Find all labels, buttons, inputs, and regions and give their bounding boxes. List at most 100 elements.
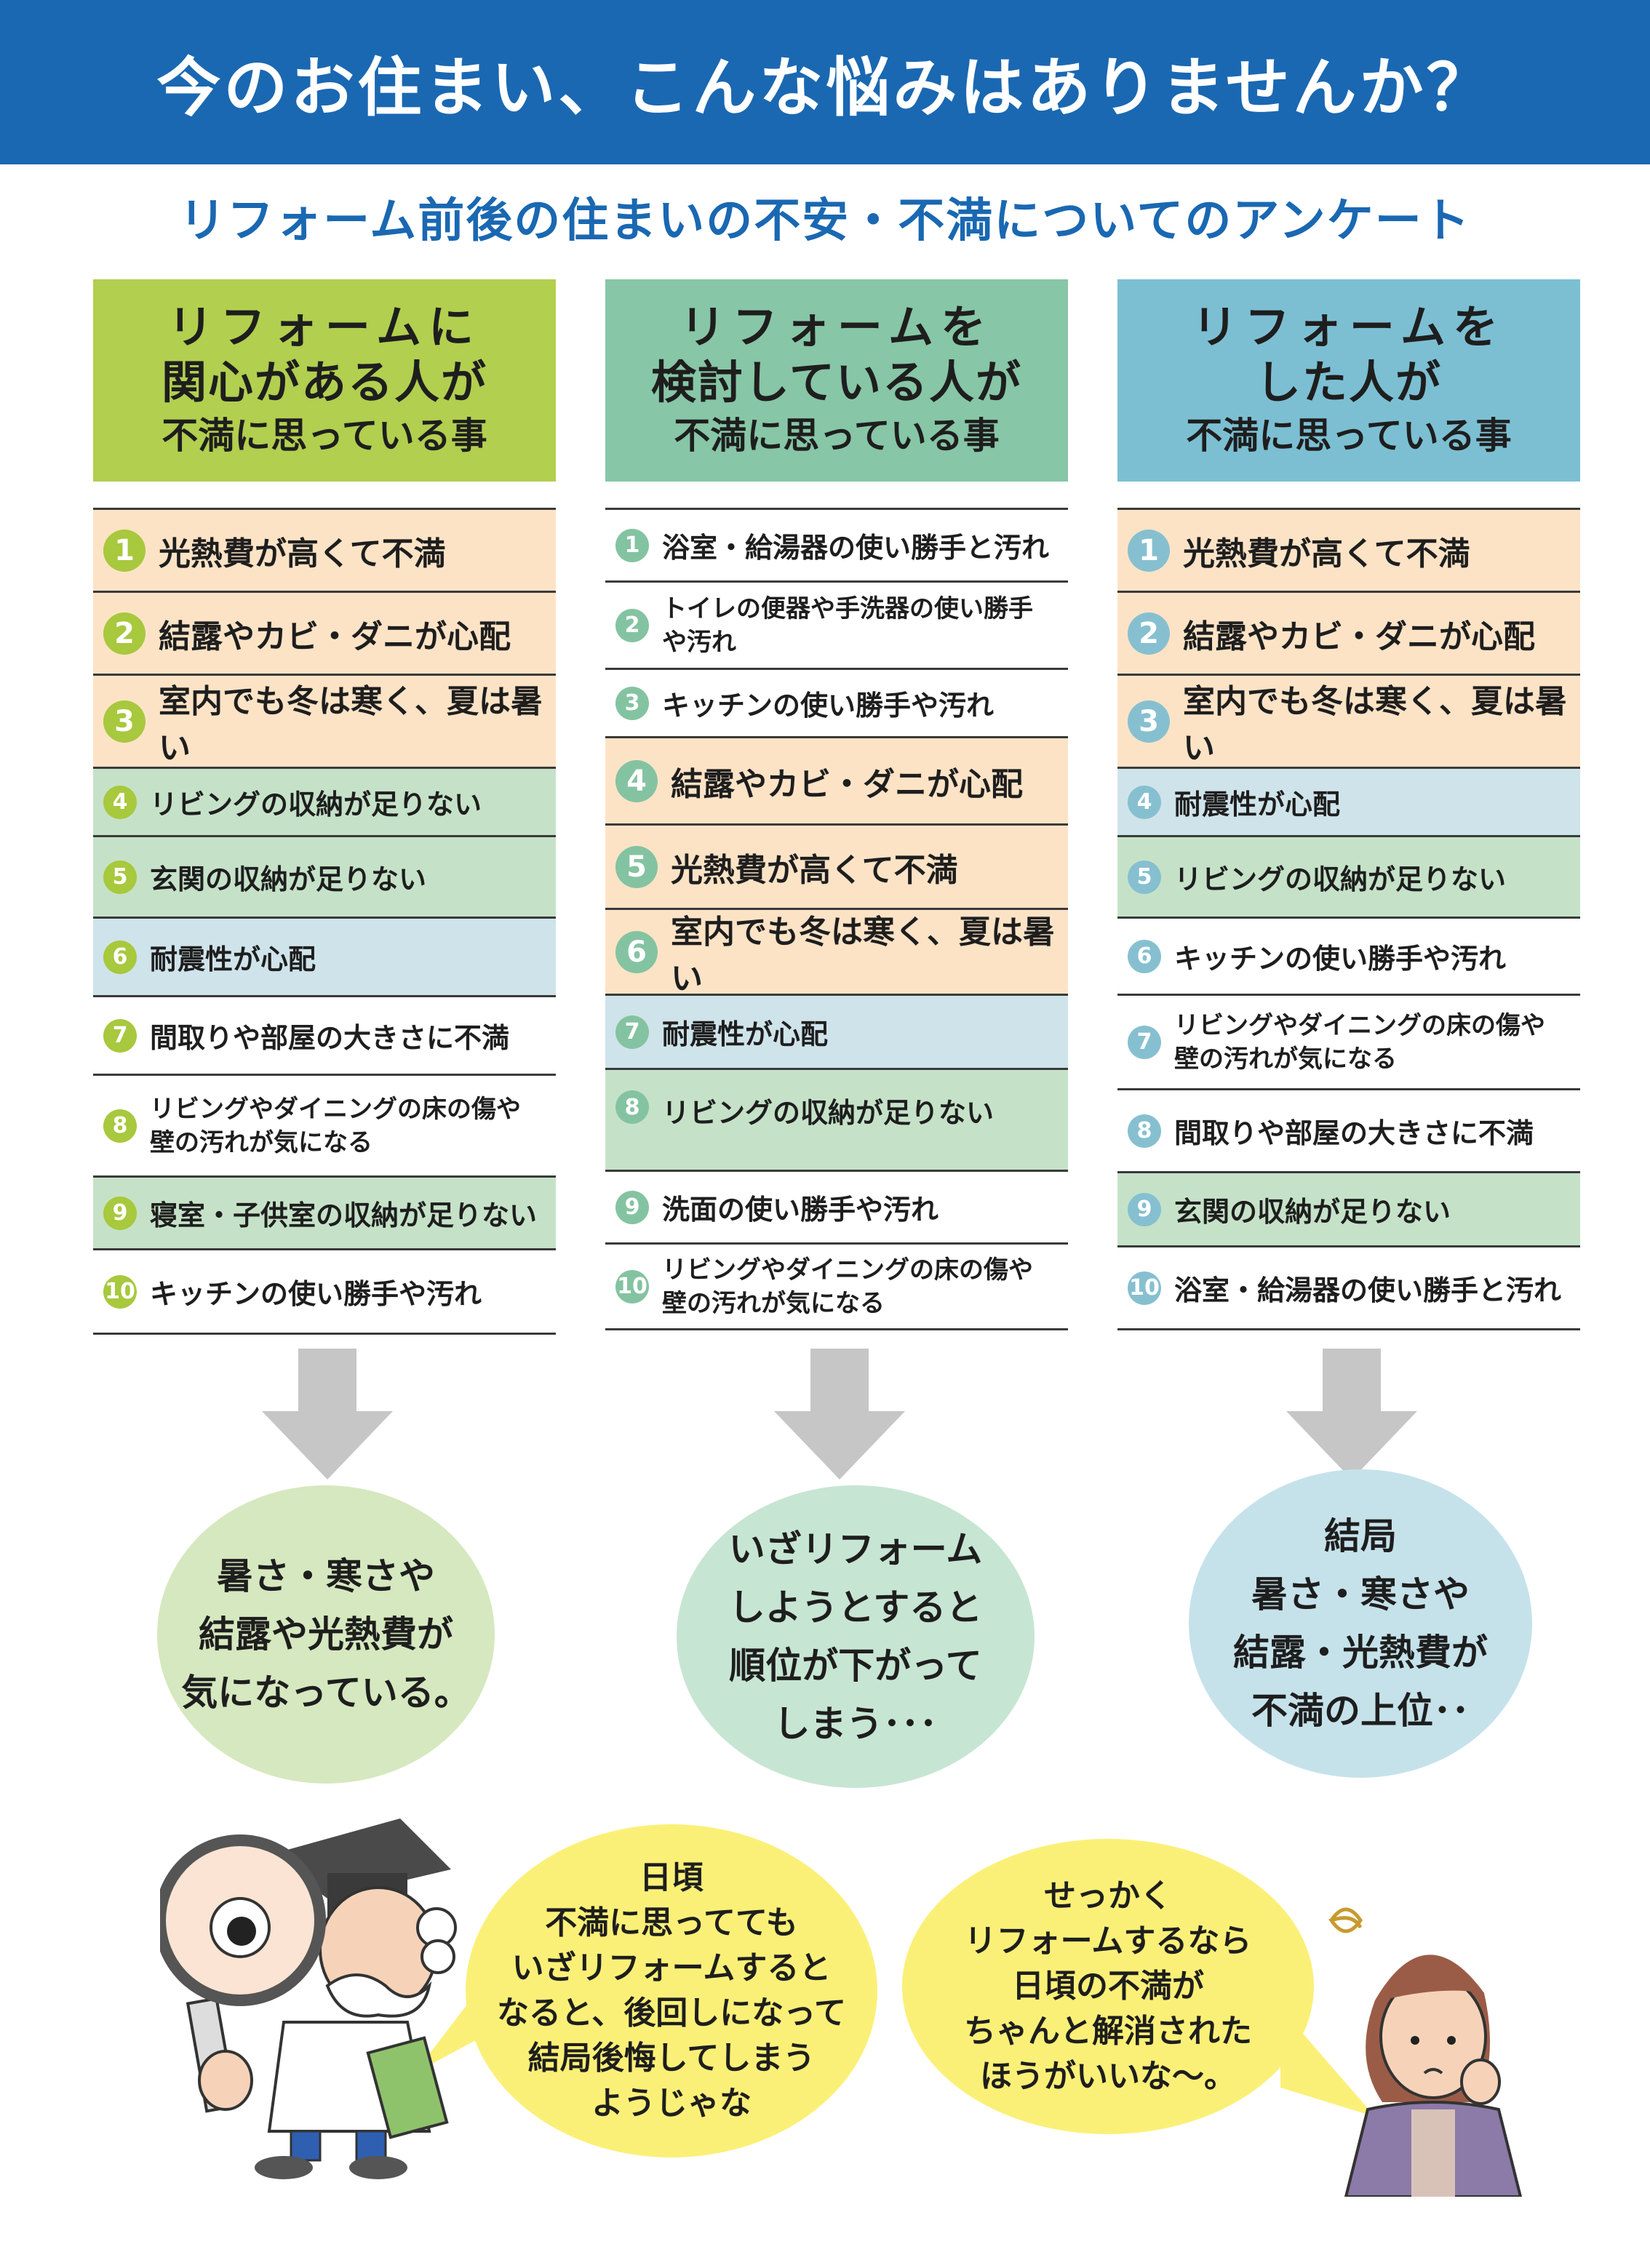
item-text: 光熱費が高くて不満 xyxy=(671,851,958,889)
item-text: 間取りや部屋の大きさに不満 xyxy=(150,1022,510,1054)
item-text: リビングやダイニングの床の傷や壁の汚れが気になる xyxy=(1174,1010,1545,1074)
column-heading: リフォームに 関心がある人が 不満に思っている事 xyxy=(93,279,556,482)
item-text: 玄関の収納が足りない xyxy=(1174,1196,1451,1228)
item-text: 玄関の収納が足りない xyxy=(150,863,427,895)
down-arrow-icon xyxy=(774,1349,905,1480)
column-heading: リフォームを した人が 不満に思っている事 xyxy=(1117,279,1580,482)
heading-line: リフォームを xyxy=(1192,300,1506,354)
heading-line: 不満に思っている事 xyxy=(1186,415,1512,457)
item-text: 間取りや部屋の大きさに不満 xyxy=(1174,1117,1534,1149)
list-item: 4 リビングの収納が足りない xyxy=(93,769,556,837)
list-item: 8 リビングの収納が足りない xyxy=(605,1070,1068,1172)
list-item: 9 寝室・子供室の収納が足りない xyxy=(93,1178,556,1250)
item-text: トイレの便器や手洗器の使い勝手や汚れ xyxy=(662,594,1033,657)
item-text: リビングの収納が足りない xyxy=(662,1097,995,1129)
list-item: 5 リビングの収納が足りない xyxy=(1117,837,1580,919)
woman-illustration xyxy=(1328,1907,1523,2197)
conclusion-bubble: いざリフォーム しようとすると 順位が下がって しまう･･･ xyxy=(677,1485,1035,1788)
rank-number: 6 xyxy=(1128,939,1161,973)
list-item: 3 室内でも冬は寒く、夏は暑い xyxy=(93,676,556,769)
rank-number: 3 xyxy=(615,686,649,720)
survey-subtitle: リフォーム前後の住まいの不安・不満についてのアンケート xyxy=(179,194,1471,248)
woman-speech-bubble: せっかく リフォームするなら 日頃の不満が ちゃんと解消された ほうがいいな〜。 xyxy=(902,1839,1314,2134)
list-item: 7 間取りや部屋の大きさに不満 xyxy=(93,997,556,1076)
item-text: 室内でも冬は寒く、夏は暑い xyxy=(671,913,1055,997)
list-item: 9 洗面の使い勝手や汚れ xyxy=(605,1172,1068,1245)
conclusion-bubble: 結局 暑さ・寒さや 結露・光熱費が 不満の上位･･ xyxy=(1189,1469,1532,1778)
list-item: 10 キッチンの使い勝手や汚れ xyxy=(93,1250,556,1335)
column-considering: リフォームを 検討している人が 不満に思っている事 1 浴室・給湯器の使い勝手と… xyxy=(605,279,1068,1330)
rank-number: 8 xyxy=(615,1090,649,1124)
heading-line: 不満に思っている事 xyxy=(674,415,1000,457)
rank-number: 9 xyxy=(1128,1192,1161,1226)
item-text: 耐震性が心配 xyxy=(1174,788,1341,820)
heading-line: リフォームを xyxy=(679,300,994,354)
item-text: 結露やカビ・ダニが心配 xyxy=(159,618,511,655)
rank-number: 8 xyxy=(103,1109,137,1143)
column-reformed: リフォームを した人が 不満に思っている事 1 光熱費が高くて不満 2 結露やカ… xyxy=(1117,279,1580,1330)
rank-number: 6 xyxy=(615,930,658,973)
heading-line: 検討している人が xyxy=(650,356,1023,409)
list-item: 8 間取りや部屋の大きさに不満 xyxy=(1117,1090,1580,1173)
item-text: キッチンの使い勝手や汚れ xyxy=(1174,943,1507,975)
ranking-list: 1 浴室・給湯器の使い勝手と汚れ 2 トイレの便器や手洗器の使い勝手や汚れ 3 … xyxy=(605,508,1068,1330)
list-item: 1 浴室・給湯器の使い勝手と汚れ xyxy=(605,510,1068,583)
rank-number: 6 xyxy=(103,940,137,974)
heading-line: した人が xyxy=(1255,356,1442,409)
item-text: リビングやダイニングの床の傷や壁の汚れが気になる xyxy=(150,1094,521,1157)
list-item: 9 玄関の収納が足りない xyxy=(1117,1173,1580,1247)
item-text: 結露やカビ・ダニが心配 xyxy=(1183,618,1535,655)
down-arrow-icon xyxy=(1286,1349,1417,1480)
list-item: 3 室内でも冬は寒く、夏は暑い xyxy=(1117,676,1580,769)
speech-tail xyxy=(1280,2008,1375,2117)
down-arrow-icon xyxy=(262,1349,393,1480)
list-item: 3 キッチンの使い勝手や汚れ xyxy=(605,670,1068,738)
list-item: 8 リビングやダイニングの床の傷や壁の汚れが気になる xyxy=(93,1076,556,1178)
item-text: 結露やカビ・ダニが心配 xyxy=(671,765,1023,803)
rank-number: 8 xyxy=(1128,1114,1161,1148)
rank-number: 7 xyxy=(615,1015,649,1049)
list-item: 1 光熱費が高くて不満 xyxy=(1117,510,1580,593)
rank-number: 3 xyxy=(103,700,146,743)
rank-number: 5 xyxy=(615,845,658,888)
heading-line: リフォームに xyxy=(167,300,482,354)
rank-number: 3 xyxy=(1128,700,1170,743)
ranking-list: 1 光熱費が高くて不満 2 結露やカビ・ダニが心配 3 室内でも冬は寒く、夏は暑… xyxy=(1117,508,1580,1330)
item-text: 浴室・給湯器の使い勝手と汚れ xyxy=(662,532,1050,564)
rank-number: 5 xyxy=(1128,860,1161,894)
rank-number: 2 xyxy=(103,612,146,655)
list-item: 5 玄関の収納が足りない xyxy=(93,837,556,919)
list-item: 2 結露やカビ・ダニが心配 xyxy=(93,593,556,676)
item-text: キッチンの使い勝手や汚れ xyxy=(150,1278,482,1310)
list-item: 10 浴室・給湯器の使い勝手と汚れ xyxy=(1117,1247,1580,1330)
item-text: 耐震性が心配 xyxy=(662,1018,829,1050)
column-heading: リフォームを 検討している人が 不満に思っている事 xyxy=(605,279,1068,482)
item-text: 耐震性が心配 xyxy=(150,943,316,975)
item-text: 室内でも冬は寒く、夏は暑い xyxy=(1183,682,1567,767)
list-item: 2 結露やカビ・ダニが心配 xyxy=(1117,593,1580,676)
item-text: 寝室・子供室の収納が足りない xyxy=(150,1199,538,1231)
rank-number: 4 xyxy=(103,785,137,819)
item-text: 浴室・給湯器の使い勝手と汚れ xyxy=(1174,1274,1562,1306)
item-text: キッチンの使い勝手や汚れ xyxy=(662,690,995,722)
list-item: 7 耐震性が心配 xyxy=(605,996,1068,1070)
list-item: 4 耐震性が心配 xyxy=(1117,769,1580,837)
ranking-list: 1 光熱費が高くて不満 2 結露やカビ・ダニが心配 3 室内でも冬は寒く、夏は暑… xyxy=(93,508,556,1335)
rank-number: 7 xyxy=(103,1018,137,1053)
list-item: 6 室内でも冬は寒く、夏は暑い xyxy=(605,910,1068,997)
rank-number: 1 xyxy=(103,529,146,572)
list-item: 5 光熱費が高くて不満 xyxy=(605,826,1068,910)
list-item: 10 リビングやダイニングの床の傷や壁の汚れが気になる xyxy=(605,1245,1068,1330)
list-item: 4 結露やカビ・ダニが心配 xyxy=(605,738,1068,826)
rank-number: 10 xyxy=(103,1274,137,1309)
list-item: 7 リビングやダイニングの床の傷や壁の汚れが気になる xyxy=(1117,996,1580,1090)
rank-number: 5 xyxy=(103,860,137,894)
item-text: リビングの収納が足りない xyxy=(150,788,482,820)
list-item: 1 光熱費が高くて不満 xyxy=(93,510,556,593)
rank-number: 10 xyxy=(615,1269,649,1303)
item-text: 光熱費が高くて不満 xyxy=(1183,535,1470,572)
column-interested: リフォームに 関心がある人が 不満に思っている事 1 光熱費が高くて不満 2 結… xyxy=(93,279,556,1335)
page-title: 今のお住まい、こんな悩みはありませんか？ xyxy=(0,0,1650,164)
rank-number: 4 xyxy=(1128,785,1161,819)
rank-number: 4 xyxy=(615,759,658,802)
